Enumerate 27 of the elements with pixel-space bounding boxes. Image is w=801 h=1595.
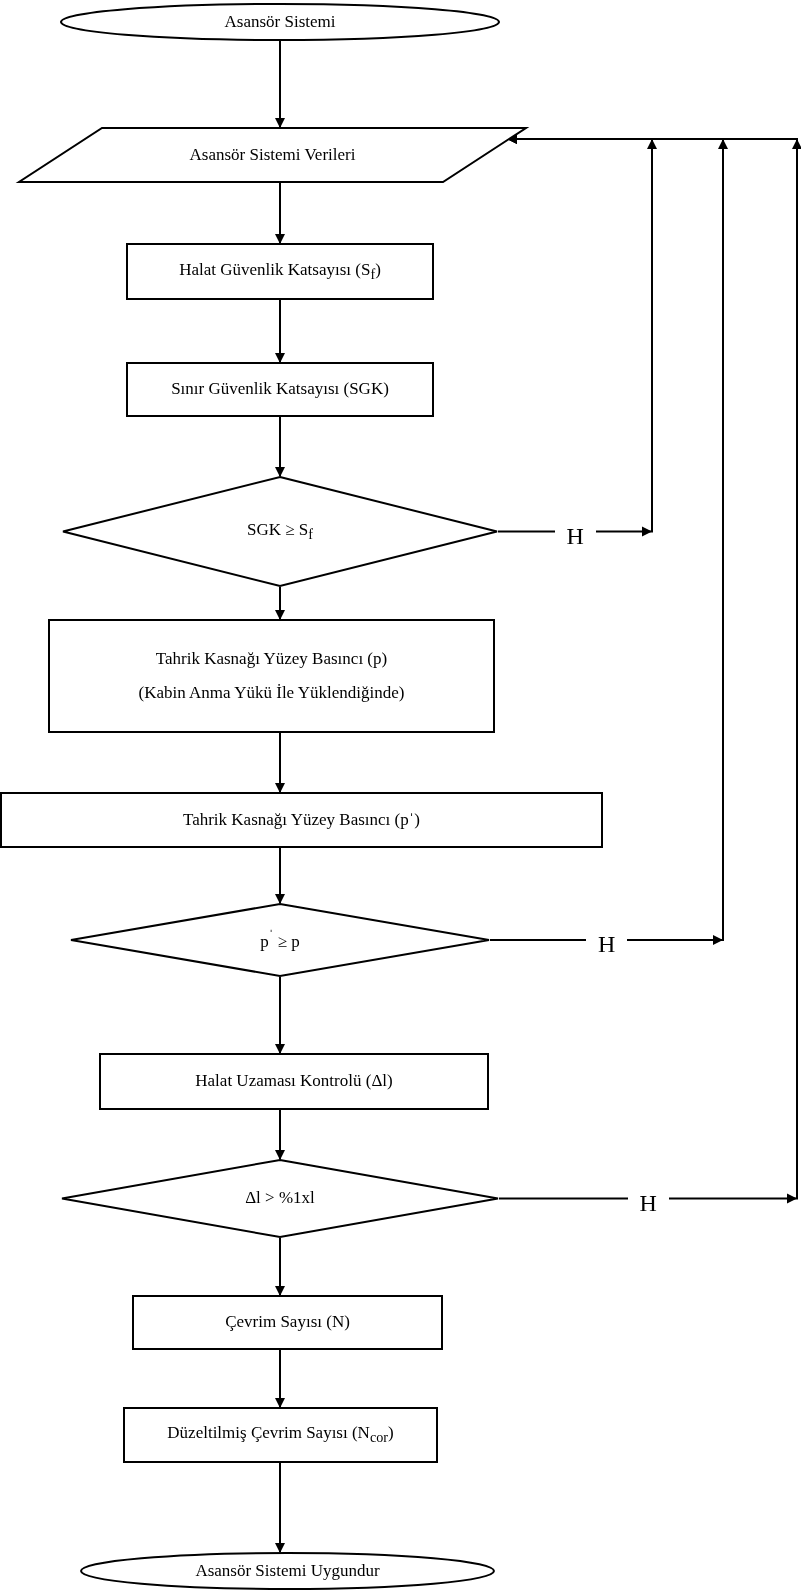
process-box xyxy=(0,792,603,848)
decision-diamond xyxy=(61,1159,499,1238)
node-text: Tahrik Kasnağı Yüzey Basıncı (p) xyxy=(155,648,388,669)
process-box xyxy=(126,243,434,300)
node-text: Δl > %1xl xyxy=(245,1188,315,1209)
process-box xyxy=(123,1407,438,1463)
node-text: Asansör Sistemi Uygundur xyxy=(195,1560,380,1582)
decision-diamond xyxy=(70,903,490,977)
process-box xyxy=(48,619,495,733)
node-text: (Kabin Anma Yükü İle Yüklendiğinde) xyxy=(138,683,405,704)
process-box xyxy=(99,1053,489,1110)
decision-diamond xyxy=(62,476,498,587)
node-text: Asansör Sistemi Verileri xyxy=(189,144,356,166)
node-text: Çevrim Sayısı (N) xyxy=(225,1312,350,1333)
data-parallelogram xyxy=(18,127,527,183)
node-text: SGK ≥ S$_{f}$ xyxy=(247,519,313,544)
node-text: Tahrik Kasnağı Yüzey Basıncı (pˈ) xyxy=(182,809,420,831)
process-box xyxy=(126,362,434,417)
node-text: p$^{ˈ}$ ≥ p xyxy=(260,927,300,953)
node-text: Halat Güvenlik Katsayısı (S$_{f}$) xyxy=(179,259,381,284)
node-text: Halat Uzaması Kontrolü (Δl) xyxy=(195,1071,393,1092)
node-text: Asansör Sistemi xyxy=(224,11,336,33)
terminator-ellipse xyxy=(60,3,500,41)
node-text: Sınır Güvenlik Katsayısı (SGK) xyxy=(171,379,389,400)
process-box xyxy=(132,1295,443,1350)
terminator-ellipse xyxy=(80,1552,495,1590)
node-text: Düzeltilmiş Çevrim Sayısı (N$_{cor}$) xyxy=(167,1423,394,1447)
